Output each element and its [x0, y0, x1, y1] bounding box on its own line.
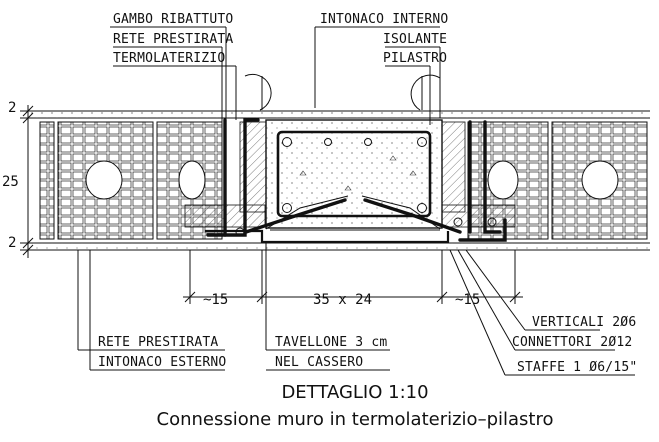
label-termolaterizio: TERMOLATERIZIO	[113, 51, 225, 66]
pillar	[265, 119, 443, 229]
dim-top-plaster: 2	[8, 100, 16, 116]
title-description: Connessione muro in termolaterizio–pilas…	[157, 409, 554, 430]
label-isolante: ISOLANTE	[383, 32, 447, 47]
reinforcement-bars	[206, 118, 507, 242]
title-scale: DETTAGLIO 1:10	[281, 382, 428, 403]
dim-pillar-size: 35 x 24	[313, 292, 372, 308]
label-rete-prestirata-top: RETE PRESTIRATA	[113, 32, 233, 47]
label-nel-cassero: NEL CASSERO	[275, 355, 363, 370]
label-pilastro: PILASTRO	[383, 51, 447, 66]
label-intonaco-esterno: INTONACO ESTERNO	[98, 355, 226, 370]
left-wall-blocks	[39, 121, 223, 240]
dimension-lines	[20, 105, 523, 304]
label-tavellone: TAVELLONE 3 cm	[275, 335, 387, 350]
arc-markers	[244, 73, 441, 111]
label-staffe: STAFFE 1 Ø6/15"	[517, 360, 637, 375]
dim-right-overlap: ~15	[455, 292, 480, 308]
label-intonaco-interno: INTONACO INTERNO	[320, 12, 448, 27]
dim-wall-thickness: 25	[2, 174, 19, 190]
label-rete-prestirata-bottom: RETE PRESTIRATA	[98, 335, 218, 350]
label-connettori: CONNETTORI 2Ø12	[512, 335, 632, 350]
dim-left-overlap: ~15	[203, 292, 228, 308]
leader-lines-top	[110, 26, 441, 150]
label-gambo-ribattuto: GAMBO RIBATTUTO	[113, 12, 233, 27]
label-verticali: VERTICALI 2Ø6	[532, 315, 636, 330]
dim-bottom-plaster: 2	[8, 235, 16, 251]
